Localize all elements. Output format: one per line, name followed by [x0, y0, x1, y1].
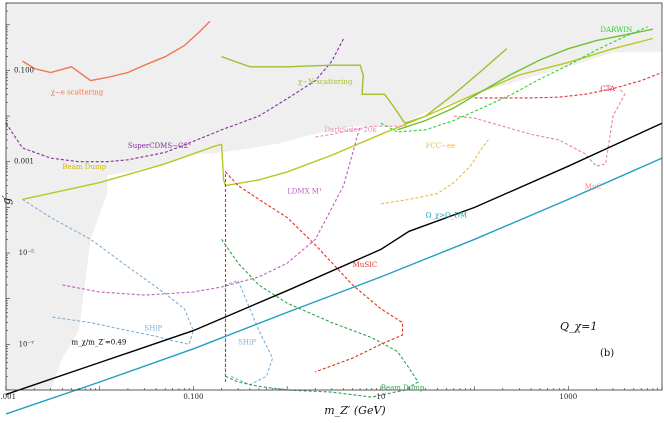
- excluded-region-layer: [6, 3, 662, 391]
- y-axis-title: g′: [0, 195, 13, 205]
- annotation-beam-dump: Beam Dump: [62, 163, 106, 171]
- annotation-darwin: DARWIN: [600, 26, 632, 34]
- series-line-ldmx-m-10: [62, 126, 361, 296]
- series-line-dm-16: [5, 157, 663, 415]
- series-line-darwin-dashed-6: [380, 26, 648, 133]
- series-line-darwin-5: [397, 28, 654, 131]
- annotation-e-scattering: χ−e scattering: [51, 88, 104, 96]
- series-line-beam-dump-3: [22, 37, 654, 201]
- annotation-fcc-ee: FCC−ee: [426, 142, 456, 150]
- series-line-n-scattering-2: [221, 48, 508, 125]
- x-tick-label: 10: [376, 393, 385, 401]
- annotation-darkside-20k: DarkSide−20k: [324, 126, 377, 134]
- series-line-m-c-9: [453, 88, 626, 167]
- x-tick-label: 0.100: [183, 393, 203, 401]
- y-tick-label: 0.100: [14, 66, 34, 74]
- y-tick-label: 10⁻⁷: [19, 340, 35, 348]
- series-line-beam-dump-14: [221, 238, 419, 398]
- series-line-e-scattering-0: [22, 20, 211, 82]
- x-tick-label: 0.001: [0, 393, 16, 401]
- annotation-supercdms-g2: SuperCDMS−G2⁺: [128, 142, 192, 150]
- series-layer: [5, 20, 663, 415]
- y-tick-label: 0.001: [14, 158, 34, 166]
- y-tick-label: 10⁻⁵: [19, 249, 35, 257]
- series-line-fcc-ee-8: [380, 139, 489, 205]
- series-line-m-m-z-0-49-15: [5, 122, 663, 396]
- plot-frame: [5, 2, 663, 391]
- annotation-beam-dump: Beam Dump: [381, 384, 425, 392]
- x-tick-label: 1000: [559, 393, 577, 401]
- allowed-region: [6, 52, 662, 391]
- annotation-ship: SHiP: [238, 338, 256, 346]
- annotation-cta: CTA: [600, 85, 616, 93]
- charge-label: Q_χ=1: [560, 320, 597, 333]
- annotation-n-scattering: χ−N scattering: [298, 78, 353, 86]
- series-line-supercdms-g2-1: [5, 38, 345, 163]
- panel-label: (b): [600, 348, 614, 359]
- annotation-music: MuSIC: [353, 261, 378, 269]
- series-line-cta-7: [474, 71, 663, 99]
- annotation-ship: SHiP: [144, 325, 162, 333]
- series-line-ship-11: [22, 198, 194, 345]
- annotation-m-m-z-0-49: m_χ/m_Z′=0.49: [72, 338, 127, 346]
- x-axis-title: m_Z′ (GeV): [324, 404, 385, 417]
- axes-layer: 0.001 0.100 10 1000 0.100 0.001 10⁻⁵ 10⁻⁷ m_Z′ (…: [0, 2, 663, 417]
- annotation-ldmx-m: LDMX M¹: [287, 188, 322, 196]
- annotation-dm: Ω_χ>Ω_DM: [426, 212, 468, 220]
- series-line-music-13: [224, 170, 404, 382]
- annotation-m-c: MμC: [585, 183, 602, 191]
- series-line-darkside-20k-4: [315, 125, 410, 138]
